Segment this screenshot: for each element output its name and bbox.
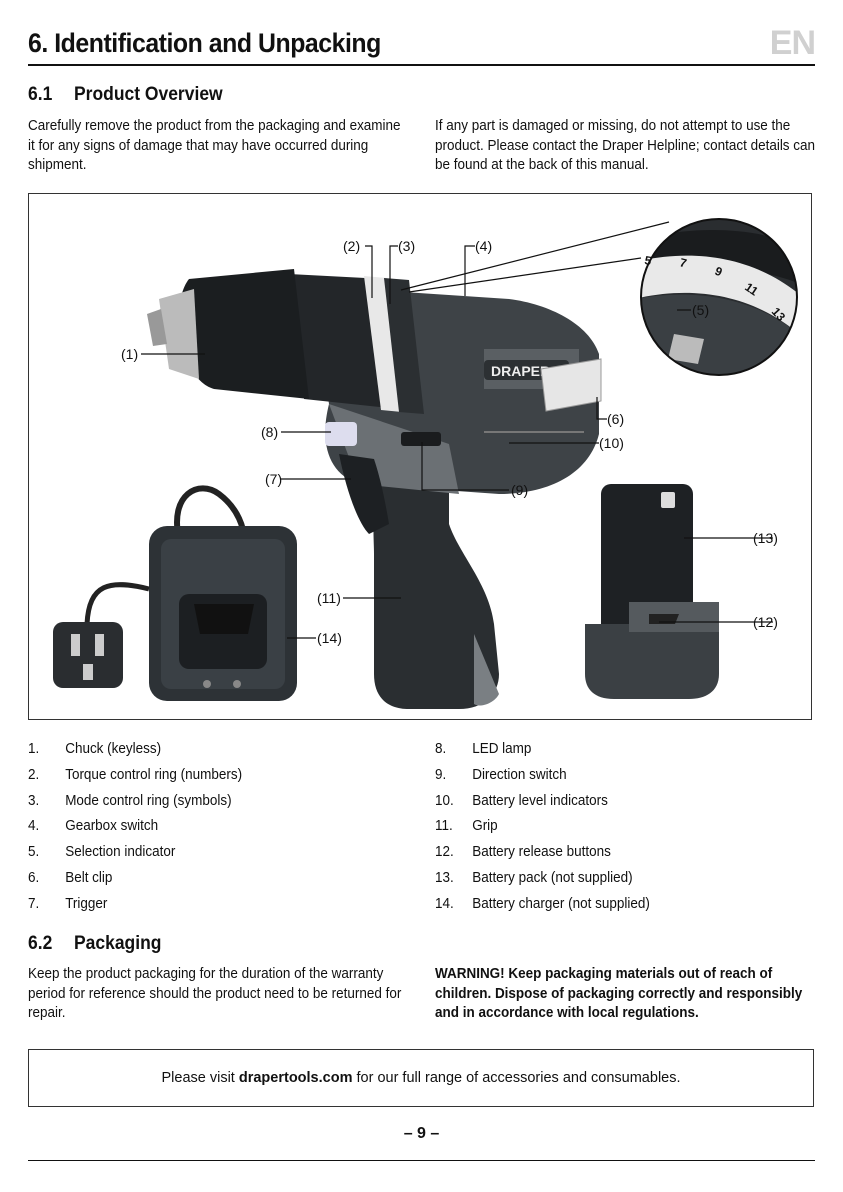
- language-badge: EN: [769, 24, 816, 62]
- callout-1: (1): [121, 346, 138, 362]
- list-item: 3.Mode control ring (symbols): [28, 792, 232, 809]
- callout-13: (13): [753, 530, 778, 546]
- callout-14: (14): [317, 630, 342, 646]
- overview-paragraph-right: If any part is damaged or missing, do no…: [435, 118, 816, 173]
- overview-heading: 6.1 Product Overview: [28, 84, 223, 106]
- callout-5: (5): [692, 302, 709, 318]
- list-item: 13.Battery pack (not supplied): [435, 869, 633, 886]
- packaging-heading: 6.2 Packaging: [28, 933, 161, 955]
- list-item: 7.Trigger: [28, 895, 108, 912]
- packaging-paragraph-left: Keep the product packaging for the durat…: [28, 966, 402, 1021]
- list-item: 9.Direction switch: [435, 766, 567, 783]
- page-number: – 9 –: [403, 1125, 440, 1142]
- list-item: 4.Gearbox switch: [28, 818, 159, 835]
- callout-9: (9): [511, 482, 528, 498]
- list-item: 11.Grip: [435, 818, 498, 835]
- leader-lines: [141, 245, 773, 639]
- dial-number: 7: [678, 255, 688, 270]
- list-item: 14.Battery charger (not supplied): [435, 895, 650, 912]
- inset-illustration: 5 7 9 11 13: [400, 218, 798, 376]
- overview-number: 6.1: [28, 84, 53, 105]
- charger-illustration: [53, 485, 297, 701]
- dial-number: 5: [643, 253, 652, 268]
- callout-12: (12): [753, 614, 778, 630]
- list-item: 12.Battery release buttons: [435, 844, 611, 861]
- packaging-number: 6.2: [28, 933, 53, 954]
- list-item: 2.Torque control ring (numbers): [28, 766, 243, 783]
- list-item: 10.Battery level indicators: [435, 792, 608, 809]
- list-item: 8.LED lamp: [435, 741, 532, 757]
- callout-3: (3): [398, 238, 415, 254]
- list-item: 1.Chuck (keyless): [28, 741, 162, 757]
- overview-title: Product Overview: [74, 84, 223, 105]
- list-item: 6.Belt clip: [28, 869, 113, 886]
- callout-4: (4): [475, 238, 492, 254]
- parts-list-right: 8.LED lamp 9.Direction switch 10.Battery…: [435, 737, 666, 918]
- accessories-notice: Please visit drapertools.com for our ful…: [28, 1049, 814, 1107]
- callout-2: (2): [343, 238, 360, 254]
- callout-11: (11): [317, 590, 341, 606]
- section-title: 6. Identification and Unpacking: [28, 28, 381, 58]
- callout-10: (10): [599, 435, 624, 451]
- packaging-warning: WARNING! Keep packaging materials out of…: [435, 966, 803, 1021]
- overview-paragraph-left: Carefully remove the product from the pa…: [28, 118, 401, 173]
- product-figure: DRAPER 5 7 9 11: [28, 193, 812, 720]
- parts-list-left: 1.Chuck (keyless) 2.Torque control ring …: [28, 737, 258, 918]
- notice-text-pre: Please visit: [161, 1070, 239, 1086]
- notice-text-post: for our full range of accessories and co…: [352, 1070, 681, 1086]
- product-illustration: DRAPER 5 7 9 11: [53, 218, 798, 709]
- website-link[interactable]: drapertools.com: [238, 1070, 353, 1086]
- callout-7: (7): [265, 471, 282, 487]
- list-item: 5.Selection indicator: [28, 844, 176, 861]
- callout-6: (6): [607, 411, 624, 427]
- packaging-title: Packaging: [74, 933, 162, 954]
- footer-divider: [28, 1160, 815, 1161]
- callout-8: (8): [261, 424, 278, 440]
- battery-illustration: [585, 484, 719, 699]
- dial-number: 9: [713, 264, 725, 280]
- page-header: 6. Identification and Unpacking EN: [28, 24, 816, 66]
- brand-logo: DRAPER: [491, 363, 550, 379]
